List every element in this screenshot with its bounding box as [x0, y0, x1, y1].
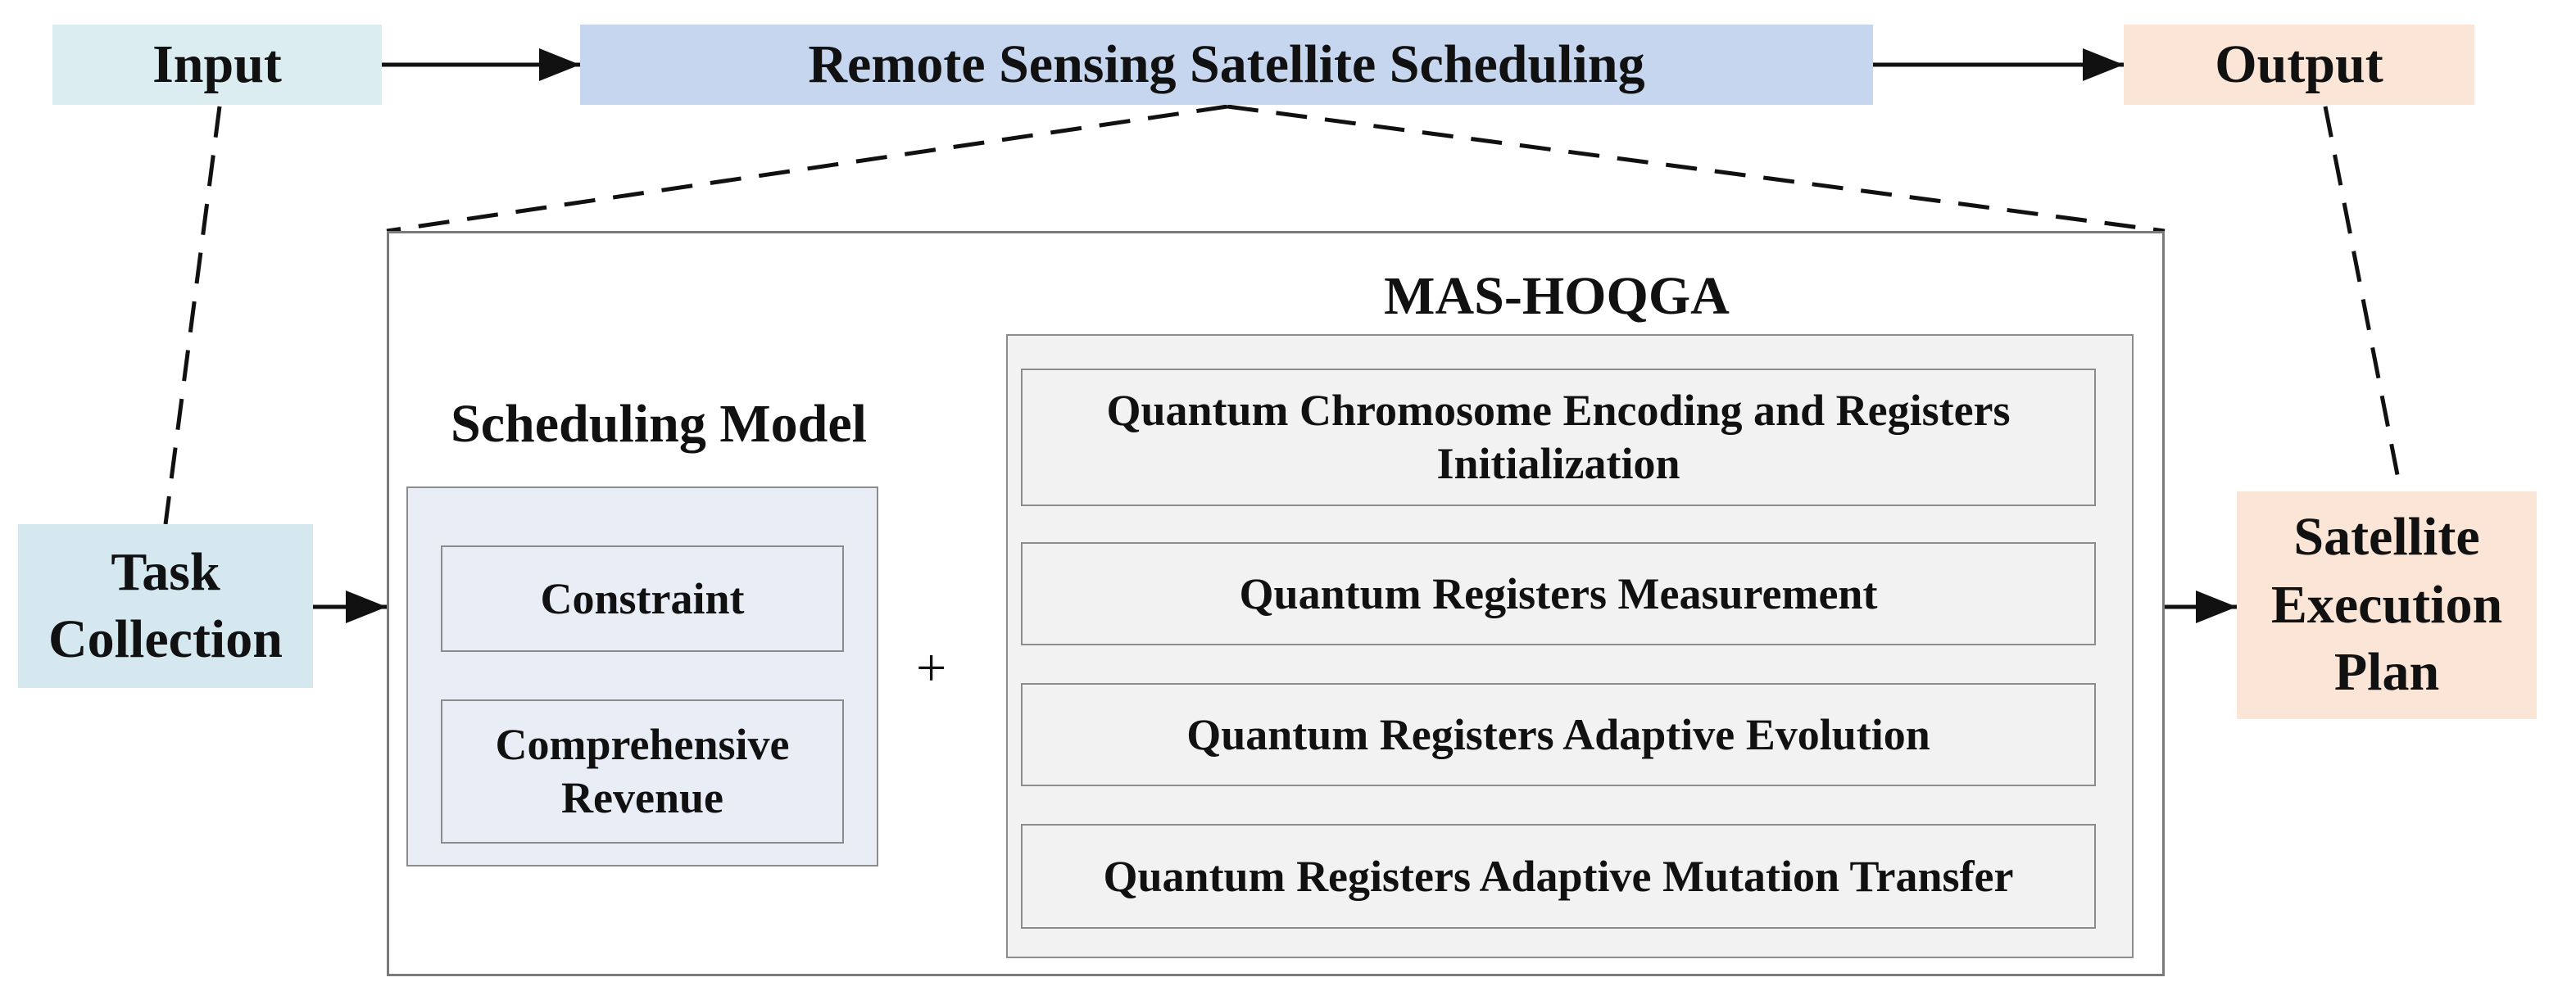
execution-plan-line3: Plan — [2333, 642, 2440, 703]
output-label: Output — [2215, 34, 2383, 95]
constraint-label: Constraint — [540, 573, 745, 623]
method-panel — [387, 231, 2165, 976]
dashed-input-to-task — [163, 106, 222, 525]
scheduling-model-title: Scheduling Model — [451, 394, 867, 454]
step-adaptive-mutation-transfer: Quantum Registers Adaptive Mutation Tran… — [1021, 824, 2096, 929]
mas-hoqga-title: MAS-HOQGA — [1384, 266, 1730, 326]
output-box: Output — [2124, 25, 2474, 105]
execution-plan-line2: Execution — [2270, 574, 2503, 635]
dashed-output-to-plan — [2323, 106, 2403, 492]
comprehensive-revenue-box: Comprehensive Revenue — [441, 699, 844, 844]
scheduling-title-label: Remote Sensing Satellite Scheduling — [808, 34, 1645, 95]
task-collection-box: Task Collection — [18, 524, 313, 688]
plus-sign: + — [916, 638, 947, 698]
step3-label: Quantum Registers Adaptive Evolution — [1186, 709, 1930, 759]
input-label: Input — [152, 34, 282, 95]
task-collection-line2: Collection — [48, 609, 283, 669]
step-encoding-initialization: Quantum Chromosome Encoding and Register… — [1021, 369, 2096, 506]
constraint-box: Constraint — [441, 545, 844, 652]
execution-plan-box: Satellite Execution Plan — [2237, 491, 2537, 719]
step4-label: Quantum Registers Adaptive Mutation Tran… — [1103, 851, 2014, 901]
revenue-line1: Comprehensive — [495, 720, 790, 770]
execution-plan-line1: Satellite — [2293, 507, 2480, 568]
dashed-title-to-panel-left — [386, 104, 1228, 233]
input-box: Input — [52, 25, 382, 105]
step1-line1: Quantum Chromosome Encoding and Register… — [1106, 386, 2011, 436]
step1-line2: Initialization — [1436, 439, 1680, 488]
step-adaptive-evolution: Quantum Registers Adaptive Evolution — [1021, 683, 2096, 786]
scheduling-title-box: Remote Sensing Satellite Scheduling — [580, 25, 1873, 105]
step2-label: Quantum Registers Measurement — [1239, 568, 1878, 618]
task-collection-line1: Task — [111, 541, 220, 602]
dashed-title-to-panel-right — [1227, 104, 2166, 233]
step-measurement: Quantum Registers Measurement — [1021, 542, 2096, 645]
revenue-line2: Revenue — [561, 773, 723, 822]
